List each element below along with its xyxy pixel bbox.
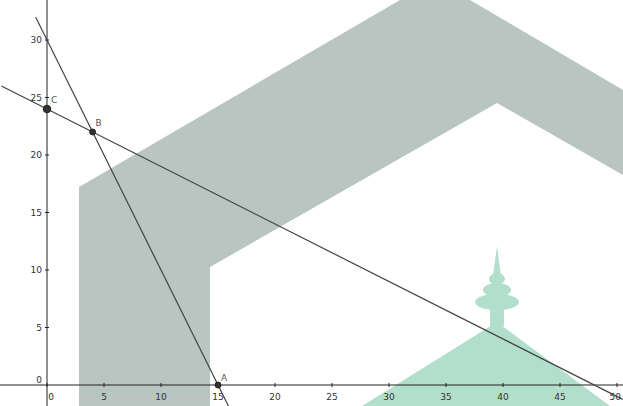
watermark-spire <box>493 246 501 276</box>
y-tick-label: 30 <box>31 35 42 45</box>
x-tick-label: 0 <box>48 392 54 402</box>
x-tick <box>617 383 618 387</box>
y-tick <box>45 212 49 213</box>
x-tick-label: 50 <box>610 392 621 402</box>
x-tick <box>332 383 333 387</box>
y-tick-label: 5 <box>36 323 42 333</box>
x-tick-label: 40 <box>497 392 508 402</box>
watermark-base <box>362 322 610 406</box>
line-one <box>36 17 236 406</box>
x-tick <box>104 383 105 387</box>
line-two <box>1 86 622 399</box>
y-tick-label: 15 <box>31 208 42 218</box>
watermark <box>79 0 623 406</box>
y-tick-label: 0 <box>36 375 42 385</box>
watermark-stem <box>490 306 504 326</box>
y-tick-label: 20 <box>31 150 42 160</box>
x-tick <box>503 383 504 387</box>
x-tick-label: 25 <box>326 392 337 402</box>
x-tick <box>560 383 561 387</box>
y-tick <box>45 155 49 156</box>
point-label: A <box>221 373 227 383</box>
x-tick <box>275 383 276 387</box>
y-tick <box>45 97 49 98</box>
point <box>90 129 96 135</box>
watermark-bulb <box>483 283 511 297</box>
x-axis <box>0 385 623 386</box>
point-label: B <box>96 118 102 128</box>
y-tick <box>45 270 49 271</box>
watermark-roof <box>79 0 623 406</box>
point <box>215 382 221 388</box>
point <box>43 105 51 113</box>
x-tick-label: 45 <box>554 392 565 402</box>
y-tick <box>45 327 49 328</box>
x-tick <box>389 383 390 387</box>
y-axis <box>47 0 48 406</box>
y-tick-label: 10 <box>31 265 42 275</box>
x-tick <box>47 383 48 387</box>
x-tick <box>446 383 447 387</box>
x-tick-label: 5 <box>101 392 107 402</box>
x-tick-label: 30 <box>383 392 394 402</box>
x-tick-label: 35 <box>440 392 451 402</box>
x-tick-label: 15 <box>212 392 223 402</box>
x-tick <box>161 383 162 387</box>
point-label: C <box>51 95 57 105</box>
y-tick-label: 25 <box>31 93 42 103</box>
x-tick-label: 20 <box>269 392 280 402</box>
x-tick-label: 10 <box>155 392 166 402</box>
